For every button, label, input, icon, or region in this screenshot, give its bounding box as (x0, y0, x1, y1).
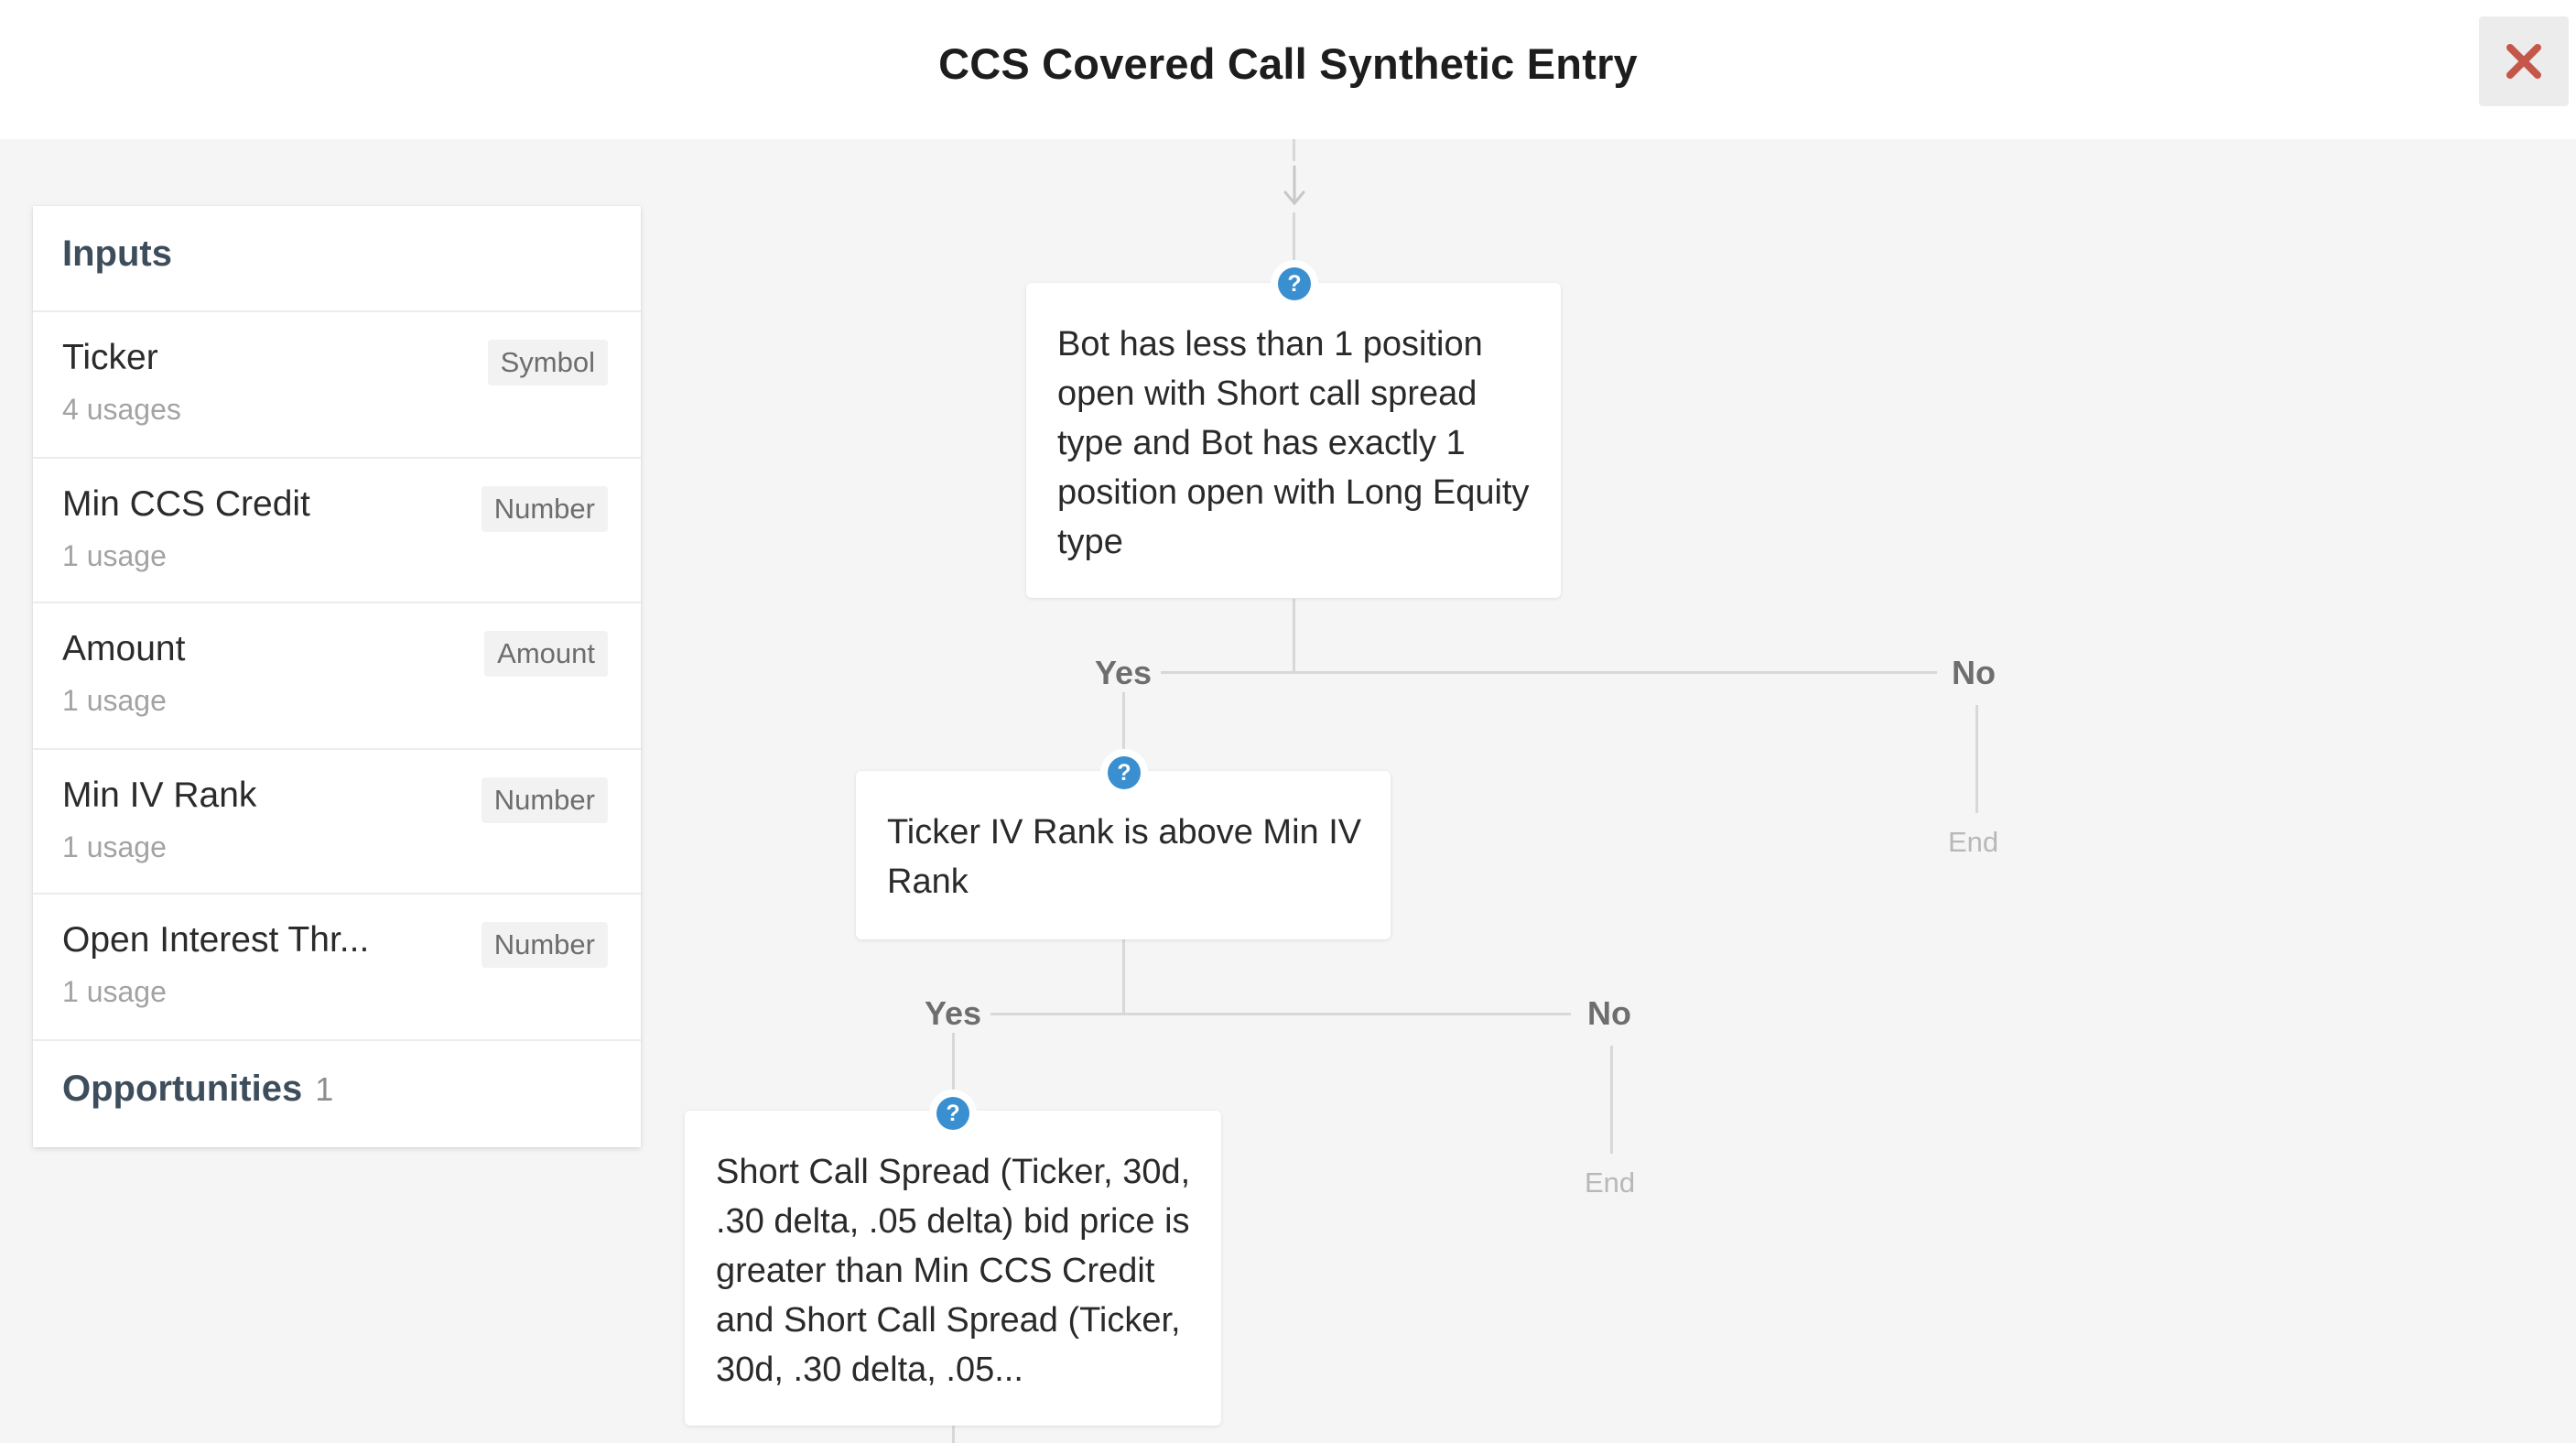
end-label: End (1585, 1166, 1636, 1199)
help-circle-icon: ? (1278, 267, 1311, 300)
divider (33, 457, 641, 459)
connector-line (1122, 671, 1937, 674)
input-name: Min IV Rank (62, 776, 257, 815)
condition-text: Short Call Spread (Ticker, 30d, .30 delt… (716, 1153, 1191, 1389)
connector-line (1122, 671, 1125, 772)
end-label: End (1948, 826, 1999, 858)
svg-text:?: ? (946, 1101, 959, 1126)
help-circle-icon: ? (1108, 756, 1141, 789)
input-item-min-iv-rank[interactable]: Min IV Rank 1 usage Number (33, 750, 641, 895)
opportunities-label: Opportunities (62, 1069, 303, 1109)
divider (33, 748, 641, 750)
connector-line (1293, 139, 1295, 161)
condition-text: Bot has less than 1 position open with S… (1057, 325, 1530, 561)
branch-no-label: No (1578, 994, 1640, 1033)
arrow-down-icon (1283, 165, 1305, 206)
help-button[interactable]: ? (1271, 260, 1318, 308)
help-button[interactable]: ? (1100, 749, 1148, 797)
svg-text:?: ? (1117, 760, 1131, 786)
inputs-panel: Inputs Ticker 4 usages Symbol Min CCS Cr… (33, 206, 641, 1147)
close-button[interactable] (2479, 16, 2569, 106)
input-name: Amount (62, 629, 186, 668)
help-button[interactable]: ? (929, 1090, 977, 1137)
condition-node[interactable]: Ticker IV Rank is above Min IV Rank (856, 771, 1391, 939)
input-usage: 1 usage (62, 830, 167, 863)
connector-line (1122, 939, 1125, 1013)
svg-text:?: ? (1287, 271, 1301, 297)
input-item-min-ccs-credit[interactable]: Min CCS Credit 1 usage Number (33, 459, 641, 603)
opportunities-section[interactable]: Opportunities 1 (62, 1069, 333, 1110)
inputs-heading: Inputs (62, 233, 172, 274)
connector-line (1975, 705, 1978, 813)
condition-node[interactable]: Short Call Spread (Ticker, 30d, .30 delt… (685, 1111, 1221, 1426)
modal-header: CCS Covered Call Synthetic Entry (0, 0, 2576, 139)
input-item-ticker[interactable]: Ticker 4 usages Symbol (33, 312, 641, 457)
input-usage: 4 usages (62, 393, 181, 426)
input-type-badge: Number (481, 486, 608, 532)
input-type-badge: Number (481, 922, 608, 968)
condition-node[interactable]: Bot has less than 1 position open with S… (1026, 283, 1561, 598)
branch-no-label: No (1943, 654, 2005, 692)
connector-line (1293, 212, 1295, 286)
close-icon (2506, 44, 2541, 79)
divider (33, 310, 641, 312)
branch-yes-label: Yes (915, 994, 991, 1033)
condition-text: Ticker IV Rank is above Min IV Rank (887, 813, 1362, 901)
input-usage: 1 usage (62, 684, 167, 717)
page-title: CCS Covered Call Synthetic Entry (938, 39, 1638, 88)
input-type-badge: Symbol (487, 340, 608, 385)
input-item-open-interest[interactable]: Open Interest Thr... 1 usage Number (33, 895, 641, 1039)
connector-line (952, 1013, 955, 1113)
input-name: Min CCS Credit (62, 484, 310, 524)
divider (33, 602, 641, 603)
input-usage: 1 usage (62, 539, 167, 572)
divider (33, 1039, 641, 1041)
connector-line (1293, 599, 1295, 672)
connector-line (1610, 1046, 1613, 1154)
input-name: Open Interest Thr... (62, 920, 370, 960)
input-name: Ticker (62, 338, 158, 377)
input-usage: 1 usage (62, 975, 167, 1008)
divider (33, 893, 641, 895)
input-type-badge: Number (481, 777, 608, 823)
branch-yes-label: Yes (1086, 654, 1162, 692)
input-item-amount[interactable]: Amount 1 usage Amount (33, 603, 641, 748)
help-circle-icon: ? (936, 1097, 969, 1130)
connector-line (952, 1013, 1571, 1015)
connector-line (952, 1425, 955, 1443)
opportunities-count: 1 (315, 1070, 334, 1108)
input-type-badge: Amount (484, 631, 608, 677)
